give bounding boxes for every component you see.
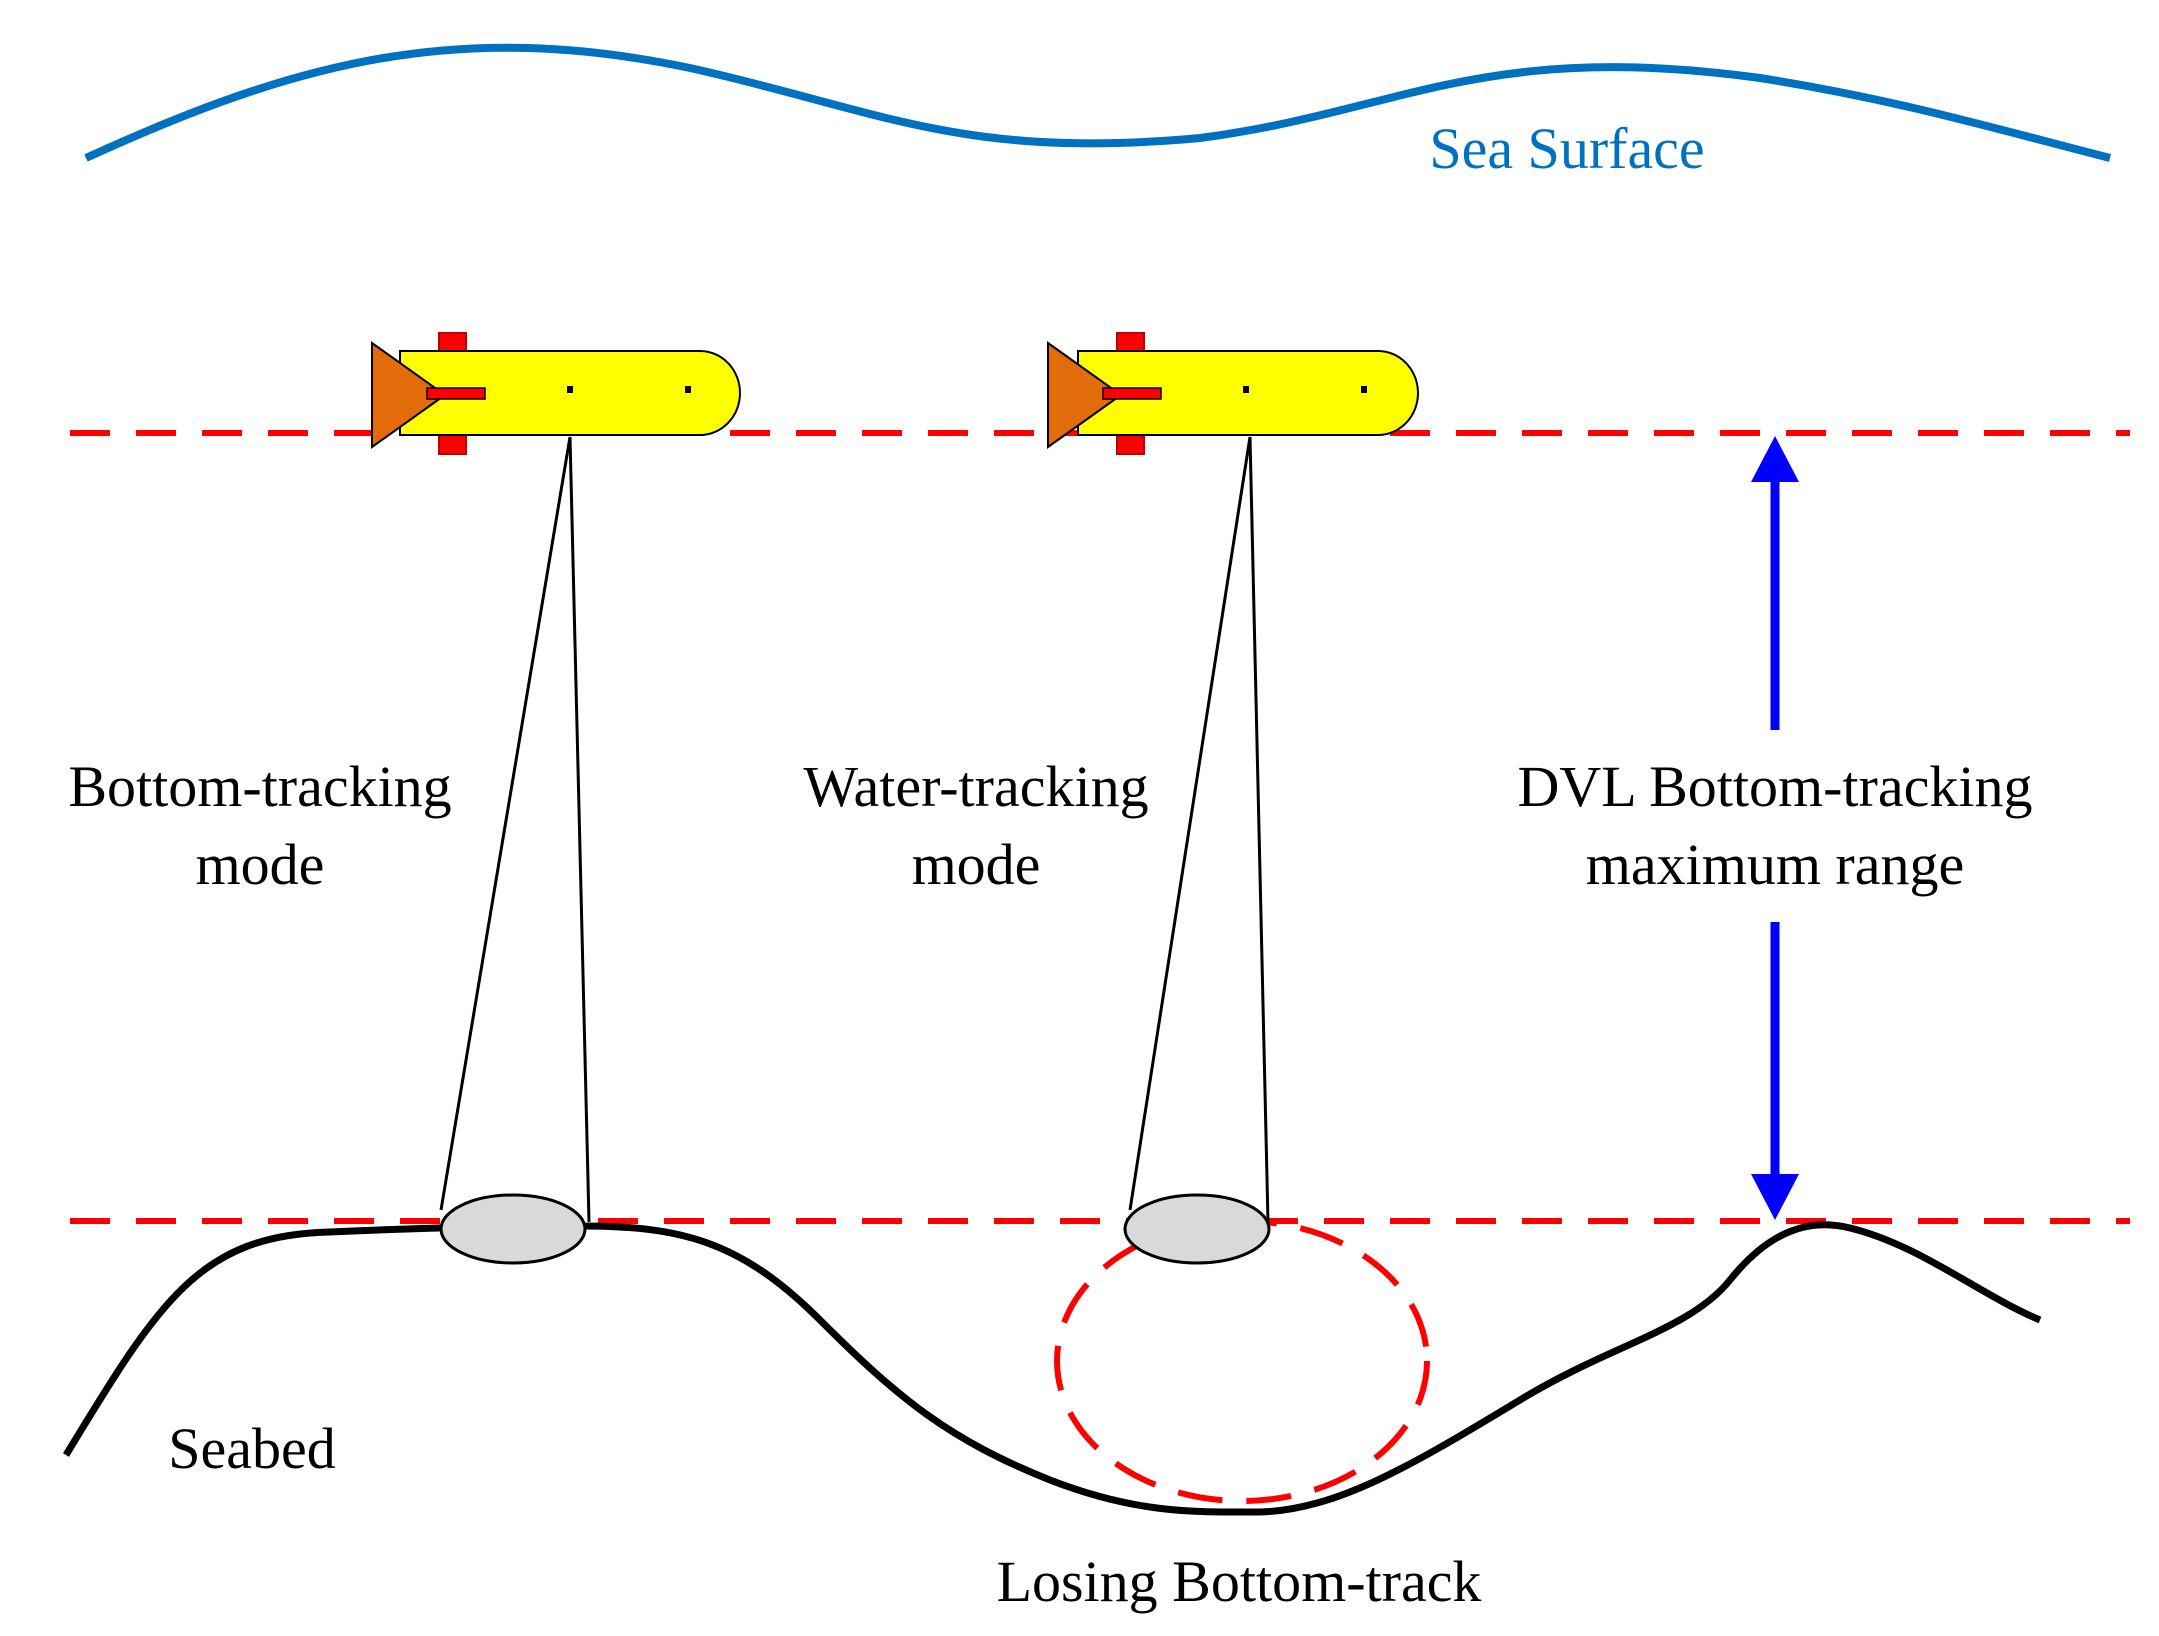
water-tracking-label-line1: Water-tracking — [803, 754, 1148, 819]
auv-bottom-tracking — [371, 332, 741, 455]
sea-surface-label: Sea Surface — [1429, 116, 1704, 181]
seabed-label: Seabed — [168, 1416, 336, 1481]
auv-rudder — [426, 387, 486, 400]
beam-line — [439, 436, 572, 1211]
auv-rudder — [1102, 387, 1162, 400]
beam-footprint — [439, 1193, 587, 1265]
beam-line — [1248, 436, 1270, 1223]
range-label-line1: DVL Bottom-tracking — [1518, 754, 2033, 819]
auv-dot — [1361, 386, 1367, 393]
auv-dot — [685, 386, 691, 393]
bottom-tracking-label-line2: mode — [196, 832, 325, 897]
auv-water-tracking — [1047, 332, 1419, 455]
range-arrowhead-down — [1751, 1174, 1799, 1220]
auv-fin-bottom — [438, 433, 467, 455]
auv-nose — [371, 341, 447, 449]
losing-track-label: Losing Bottom-track — [997, 1549, 1482, 1614]
beam-line — [568, 436, 591, 1223]
seabed-line — [63, 1221, 2042, 1516]
range-arrowhead-up — [1751, 436, 1799, 482]
auv-dot — [1243, 386, 1249, 393]
auv-fin-bottom — [1116, 433, 1145, 455]
beam-footprint — [1123, 1193, 1271, 1265]
beam-line — [1128, 436, 1252, 1211]
auv-dot — [567, 386, 573, 393]
auv-nose — [1047, 341, 1123, 449]
lost-track-circle — [1054, 1218, 1430, 1504]
range-arrow — [1751, 436, 1799, 1220]
water-tracking-label-line2: mode — [912, 832, 1041, 897]
sea-surface-line — [84, 43, 2111, 162]
bottom-tracking-label-line1: Bottom-tracking — [68, 754, 451, 819]
range-label-line2: maximum range — [1586, 832, 1965, 897]
